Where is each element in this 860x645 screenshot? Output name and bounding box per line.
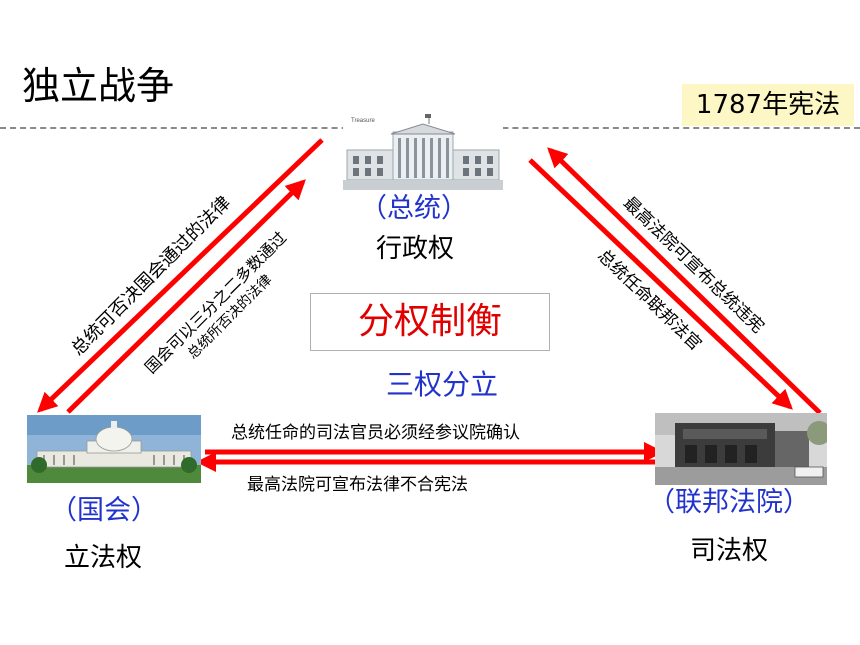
page-title: 独立战争	[22, 64, 175, 108]
judicial-power: 司法权	[690, 536, 769, 566]
arrow-leg-to-exec	[66, 179, 306, 414]
separation-of-powers: 三权分立	[385, 368, 498, 401]
white-house-sign: Treasure	[351, 118, 375, 124]
executive-label: （总统）	[360, 193, 468, 224]
legislative-label: （国会）	[50, 495, 158, 526]
edge-leg-to-jud: 总统任命的司法官员必须经参议院确认	[231, 423, 520, 443]
executive-power: 行政权	[376, 234, 455, 264]
checks-and-balances-box: 分权制衡	[310, 293, 550, 351]
arrow-jud-to-exec	[547, 147, 822, 415]
federal-court-image	[655, 413, 827, 485]
arrow-exec-to-leg	[37, 138, 324, 413]
arrow-exec-to-jud	[528, 158, 793, 410]
edge-jud-to-leg: 最高法院可宣布法律不合宪法	[247, 475, 468, 495]
white-house-image: Treasure	[343, 112, 503, 190]
judicial-label: （联邦法院）	[648, 487, 810, 518]
legislative-power: 立法权	[64, 543, 143, 573]
constitution-badge: 1787年宪法	[682, 84, 854, 126]
capitol-image	[27, 415, 201, 483]
